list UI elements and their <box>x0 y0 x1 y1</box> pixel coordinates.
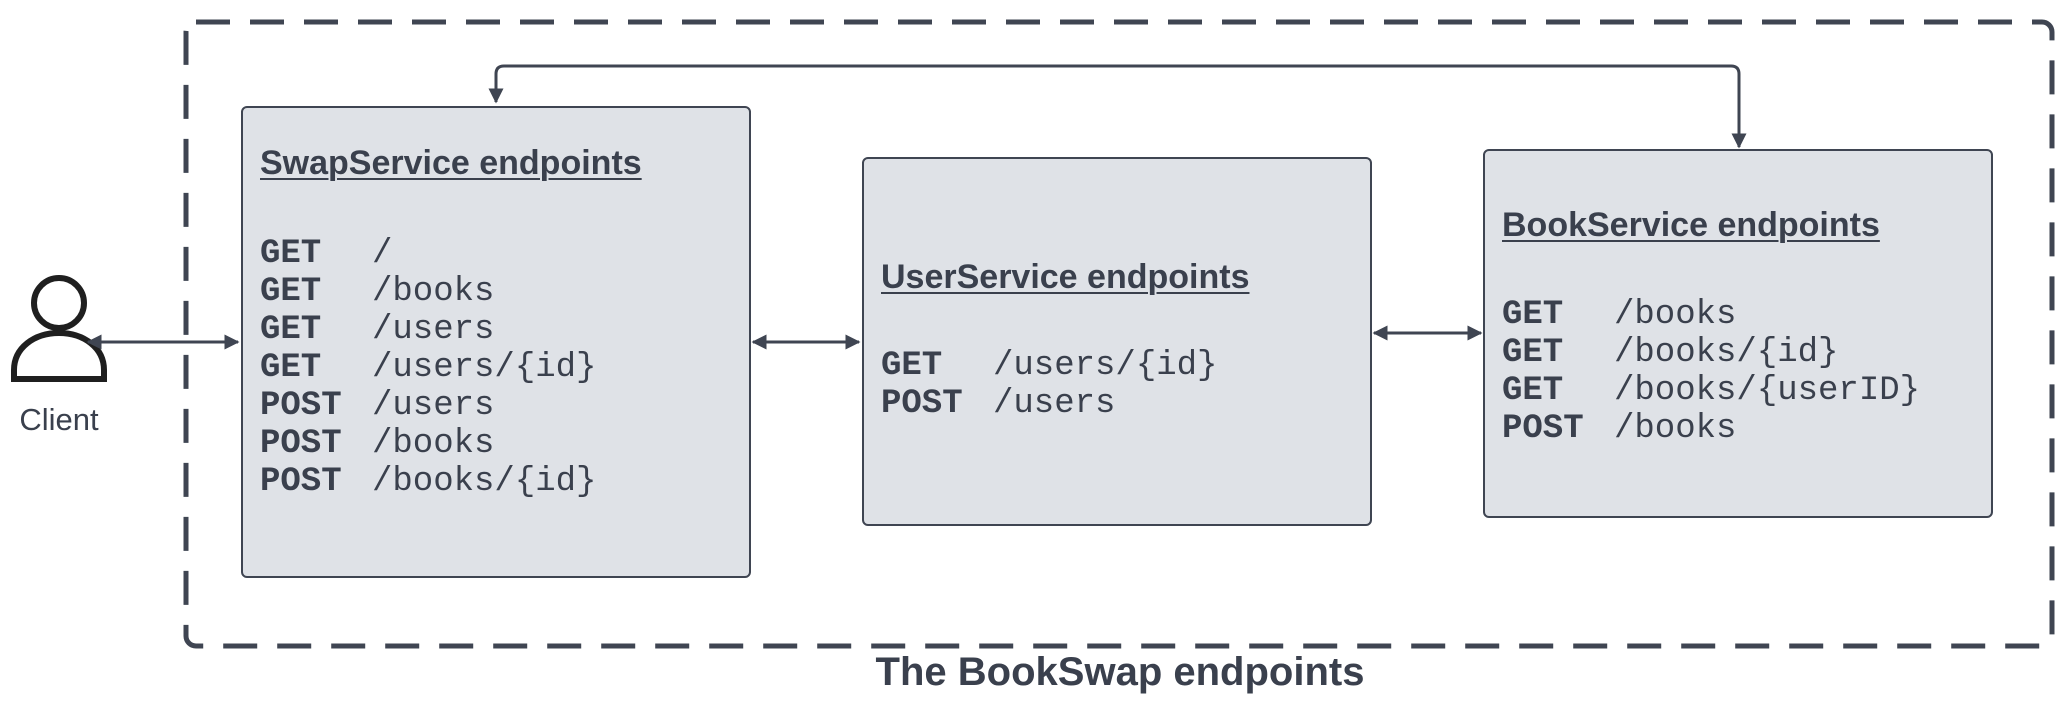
endpoint-path: /users <box>993 385 1116 423</box>
endpoint-row: GET/books <box>260 273 596 311</box>
endpoint-method: POST <box>260 387 342 425</box>
endpoint-method: GET <box>260 235 322 273</box>
endpoint-row: POST/books <box>1502 410 1920 448</box>
endpoint-path: /books/{userID} <box>1614 372 1921 410</box>
endpoint-row: POST/books/{id} <box>260 463 596 501</box>
endpoint-path: /users/{id} <box>372 349 597 387</box>
endpoint-method: POST <box>260 425 342 463</box>
endpoint-path: / <box>372 235 393 273</box>
client-label: Client <box>19 402 99 437</box>
endpoint-path: /books <box>1614 410 1737 448</box>
endpoint-method: GET <box>260 311 322 349</box>
endpoint-row: GET/books <box>1502 296 1920 334</box>
user-endpoint-list: GET/users/{id}POST/users <box>881 347 1217 423</box>
endpoint-path: /users/{id} <box>993 347 1218 385</box>
person-icon <box>11 275 107 382</box>
endpoint-method: GET <box>1502 334 1564 372</box>
endpoint-row: POST/users <box>881 385 1217 423</box>
endpoint-row: GET/users <box>260 311 596 349</box>
swap-service-title: SwapService endpoints <box>260 144 642 182</box>
book-service-title: BookService endpoints <box>1502 206 1880 244</box>
endpoint-row: GET/books/{id} <box>1502 334 1920 372</box>
endpoint-path: /books/{id} <box>1614 334 1839 372</box>
system-boundary <box>183 19 2055 649</box>
endpoint-method: GET <box>881 347 943 385</box>
endpoint-path: /users <box>372 387 495 425</box>
endpoint-path: /books <box>372 425 495 463</box>
endpoint-method: GET <box>260 349 322 387</box>
endpoint-row: GET / <box>260 235 596 273</box>
endpoint-method: GET <box>1502 372 1564 410</box>
endpoint-path: /users <box>372 311 495 349</box>
endpoint-row: POST/books <box>260 425 596 463</box>
user-service-box: UserService endpoints GET/users/{id}POST… <box>862 157 1372 526</box>
endpoint-row: GET/users/{id} <box>881 347 1217 385</box>
endpoint-method: POST <box>1502 410 1584 448</box>
endpoint-method: GET <box>1502 296 1564 334</box>
diagram-caption: The BookSwap endpoints <box>875 650 1365 694</box>
endpoint-method: GET <box>260 273 322 311</box>
connector-swap-book <box>488 64 1747 149</box>
endpoint-row: GET/users/{id} <box>260 349 596 387</box>
endpoint-row: POST/users <box>260 387 596 425</box>
endpoint-path: /books <box>1614 296 1737 334</box>
endpoint-method: POST <box>260 463 342 501</box>
endpoint-method: POST <box>881 385 963 423</box>
endpoint-row: GET/books/{userID} <box>1502 372 1920 410</box>
endpoint-path: /books <box>372 273 495 311</box>
endpoint-path: /books/{id} <box>372 463 597 501</box>
user-service-title: UserService endpoints <box>881 258 1250 296</box>
